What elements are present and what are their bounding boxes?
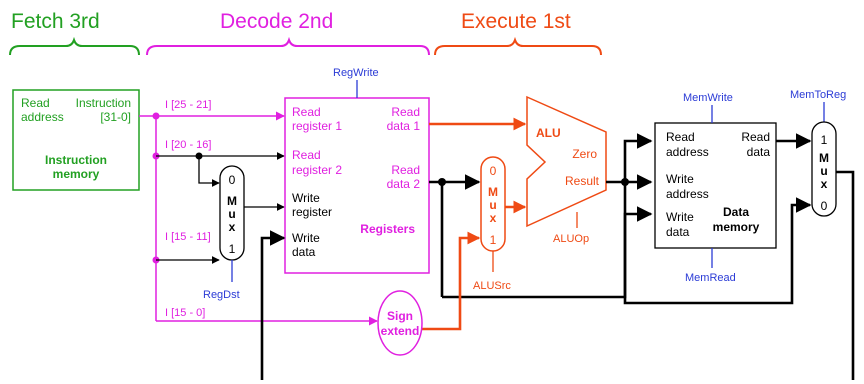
reg-write-data-line1: Write [292,231,320,245]
memtoreg-mux-letter-m: M [819,151,829,165]
alusrc-mux-letter-m: M [488,185,498,199]
memtoreg-mux-in1: 1 [821,133,828,147]
aluop-control-label: ALUOp [553,233,589,245]
dmem-name-line1: Data [723,205,749,219]
imem-address-label: address [21,110,64,124]
alusrc-mux-letter-x: x [490,211,497,225]
writeback-wires [260,170,855,380]
imem-name-line1: Instruction [45,153,107,167]
regfile-input-wires [156,152,285,264]
sign-extend-line1: Sign [387,309,413,323]
sign-extend-to-mux-wire [420,231,481,331]
decode-stage-label: Decode 2nd [220,10,333,33]
execute-brace [434,36,602,56]
field-rt-label: I [20 - 16] [165,139,211,151]
reg-read-register1-line2: register 1 [292,119,342,133]
reg-write-register-line1: Write [292,191,320,205]
field-imm-label: I [15 - 0] [165,307,205,319]
reg-read-data1-line1: Read [391,105,420,119]
regdst-mux-letter-m: M [227,194,237,208]
dmem-write-data-line1: Write [666,210,694,224]
alusrc-mux-in0: 0 [490,164,497,178]
reg-read-data2-line2: data 2 [387,177,421,191]
alu-result-wires [606,133,812,305]
dmem-write-address-line1: Write [666,172,694,186]
reg-read-register2-line1: Read [292,148,321,162]
alu-name-label: ALU [536,126,561,140]
alusrc-control-label: ALUSrc [473,280,511,292]
reg-write-data-line2: data [292,245,316,259]
memtoreg-mux-letter-u: u [820,164,827,178]
alusrc-mux-in1: 1 [490,233,497,247]
memtoreg-mux-in0: 0 [821,199,828,213]
field-rd-label: I [15 - 11] [165,231,211,243]
memtoreg-mux-letter-x: x [821,177,828,191]
decode-brace [146,36,430,56]
regdst-mux-letter-x: x [229,220,236,234]
alu-zero-label: Zero [572,147,597,161]
dmem-read-data-line1: Read [741,130,770,144]
memtoreg-control-label: MemToReg [790,89,846,101]
dmem-read-address-line2: address [666,145,709,159]
alusrc-mux-letter-u: u [489,198,496,212]
reg-write-register-line2: register [292,205,332,219]
instruction-memory-block [12,89,140,191]
dmem-write-data-line2: data [666,225,690,239]
alu-unit [526,95,607,228]
dmem-read-data-line2: data [747,145,771,159]
reg-read-register1-line1: Read [292,105,321,119]
reg-read-data2-line1: Read [391,163,420,177]
regdst-mux-in1: 1 [229,242,236,256]
imem-bits-label: [31-0] [100,110,131,124]
fetch-brace [9,36,140,56]
dmem-read-address-line1: Read [666,130,695,144]
regdst-mux-letter-u: u [228,207,235,221]
sign-extend-unit [377,290,423,356]
memtoreg-mux [811,121,837,217]
fetch-stage-label: Fetch 3rd [11,10,100,33]
imem-instruction-label: Instruction [76,96,131,110]
regdst-control-label: RegDst [203,289,240,301]
memwrite-control-label: MemWrite [683,92,733,104]
dmem-write-address-line2: address [666,187,709,201]
sign-extend-line2: extend [381,324,420,338]
execute-stage-label: Execute 1st [461,10,571,33]
instruction-bus [139,111,378,326]
data-memory-block [654,122,777,249]
reg-read-register2-line2: register 2 [292,163,342,177]
alu-result-label: Result [565,174,600,188]
regdst-mux-in0: 0 [229,173,236,187]
imem-read-label: Read [21,96,50,110]
imem-name-line2: memory [53,167,100,181]
register-file-block [284,97,430,274]
registers-name-label: Registers [360,222,415,236]
dmem-name-line2: memory [713,220,760,234]
reg-read-data1-line2: data 1 [387,119,421,133]
field-rs-label: I [25 - 21] [165,99,211,111]
memread-control-label: MemRead [685,272,736,284]
regwrite-control-label: RegWrite [333,67,379,79]
